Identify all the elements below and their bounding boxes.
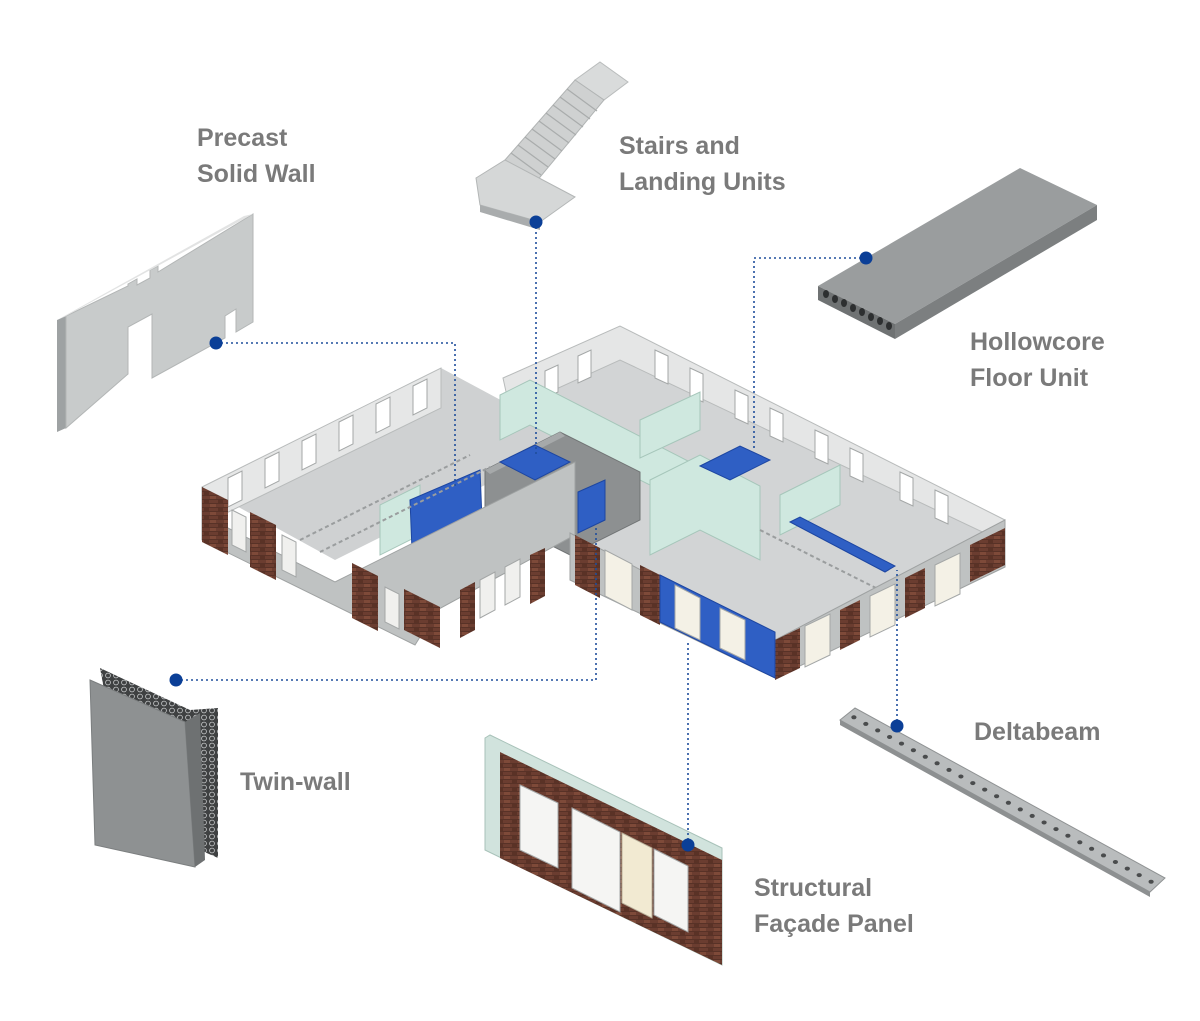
highlighted-elements <box>409 444 897 573</box>
deltabeam-hole <box>922 754 928 759</box>
facade-panel-window-center <box>571 807 621 913</box>
deltabeam-hole <box>1136 873 1142 878</box>
facade-label-line1: Structural <box>754 874 873 902</box>
hollowcore-top-face <box>818 168 1097 324</box>
deltabeam-hole <box>1089 846 1095 851</box>
highlighted-hollowcore-slab <box>698 445 772 481</box>
marker-deltabeam <box>890 719 904 733</box>
deltabeam-hole <box>910 748 917 753</box>
leader-lines <box>176 222 898 845</box>
deltabeam-hole <box>1124 866 1130 871</box>
stair-treads <box>510 88 598 176</box>
deltabeam-hole <box>887 735 893 739</box>
deltabeam-hole <box>934 761 940 766</box>
marker-hollowcore <box>859 251 873 265</box>
deltabeam-hole <box>1100 853 1107 858</box>
deltabeam-hole <box>851 715 857 720</box>
precast-wall-side-face <box>57 316 66 432</box>
left-front-windows <box>231 509 521 630</box>
leader-precast-wall <box>216 342 456 488</box>
precast-solid-wall-component <box>57 213 254 432</box>
building-floor-plan <box>201 325 1006 680</box>
deltabeam-hole <box>1112 860 1118 864</box>
precast-wall-front-face <box>65 213 254 430</box>
deltabeam-hole <box>1017 807 1023 812</box>
leader-hollowcore <box>753 257 866 448</box>
marker-twin-wall <box>169 673 183 687</box>
hollowcore-label-line1: Hollowcore <box>970 328 1105 356</box>
twin-wall-label: Twin-wall <box>240 764 351 800</box>
left-wing-floor <box>202 368 575 560</box>
marker-precast-wall <box>209 336 223 350</box>
deltabeam-underside <box>840 720 1150 897</box>
deltabeam-hole <box>898 741 905 746</box>
lower-landing <box>475 159 576 223</box>
hollowcore-floor-component <box>818 168 1097 339</box>
deltabeam-hole <box>970 781 976 786</box>
leader-markers <box>169 215 904 852</box>
right-wing-back-windows <box>544 349 949 525</box>
facade-label-line2: Façade Panel <box>754 910 914 938</box>
precast-solid-wall-label: Precast Solid Wall <box>197 120 316 192</box>
deltabeam-hole <box>863 721 869 726</box>
deltabeam-hole <box>1148 879 1154 884</box>
stair-flight <box>504 79 605 183</box>
deltabeam-hole <box>982 787 988 792</box>
precast-label-line2: Solid Wall <box>197 160 316 188</box>
deltabeam-component <box>839 707 1166 897</box>
deltabeam-hole <box>1005 800 1012 805</box>
hollowcore-floor-label: Hollowcore Floor Unit <box>970 324 1105 396</box>
marker-facade-panel <box>681 838 695 852</box>
stairs-label-line2: Landing Units <box>619 168 786 196</box>
highlighted-stair-landing <box>498 444 572 481</box>
facade-panel-window-right <box>653 848 689 933</box>
hollowcore-voids <box>823 290 892 330</box>
deltabeam-hole <box>1077 840 1083 845</box>
floor-beam-lines <box>299 454 891 596</box>
precast-wall-top-edge <box>57 214 253 320</box>
precast-label-line1: Precast <box>197 124 288 152</box>
deltabeam-label-line1: Deltabeam <box>974 718 1101 746</box>
twin-wall-label-line1: Twin-wall <box>240 768 351 796</box>
deltabeam-hole <box>958 774 964 779</box>
highlighted-twin-wall <box>577 479 606 534</box>
twin-wall-component <box>89 668 218 868</box>
right-brick-panels <box>575 528 1005 680</box>
marker-stairs <box>529 215 543 229</box>
deltabeam-label: Deltabeam <box>974 714 1100 750</box>
deltabeam-hole <box>1053 827 1059 832</box>
left-brick-panels <box>202 487 545 648</box>
deltabeam-hole <box>946 767 952 772</box>
deltabeam-hole <box>1041 820 1047 825</box>
lower-landing-edge <box>480 205 540 230</box>
deltabeam-hole <box>1029 813 1035 818</box>
right-front-windows <box>604 549 961 668</box>
stairs-landing-label: Stairs and Landing Units <box>619 128 786 200</box>
deltabeam-hole <box>875 728 881 733</box>
hollowcore-side-face <box>895 205 1097 339</box>
facade-panel-door <box>621 832 653 919</box>
interior-partitions <box>379 379 841 561</box>
highlighted-deltabeam <box>788 516 897 573</box>
leader-twin-wall <box>176 525 597 681</box>
hollowcore-label-line2: Floor Unit <box>970 364 1089 392</box>
stairs-landing-component <box>475 61 629 230</box>
facade-panel-window-left <box>519 784 559 869</box>
deltabeam-holes <box>851 715 1154 884</box>
deltabeam-hole <box>994 794 1000 799</box>
structural-facade-label: Structural Façade Panel <box>754 870 914 942</box>
stairs-label-line1: Stairs and <box>619 132 740 160</box>
left-wing-back-windows <box>227 378 428 508</box>
deltabeam-hole <box>1065 833 1071 838</box>
twin-wall-edge <box>185 713 205 867</box>
structural-facade-component <box>484 734 723 966</box>
